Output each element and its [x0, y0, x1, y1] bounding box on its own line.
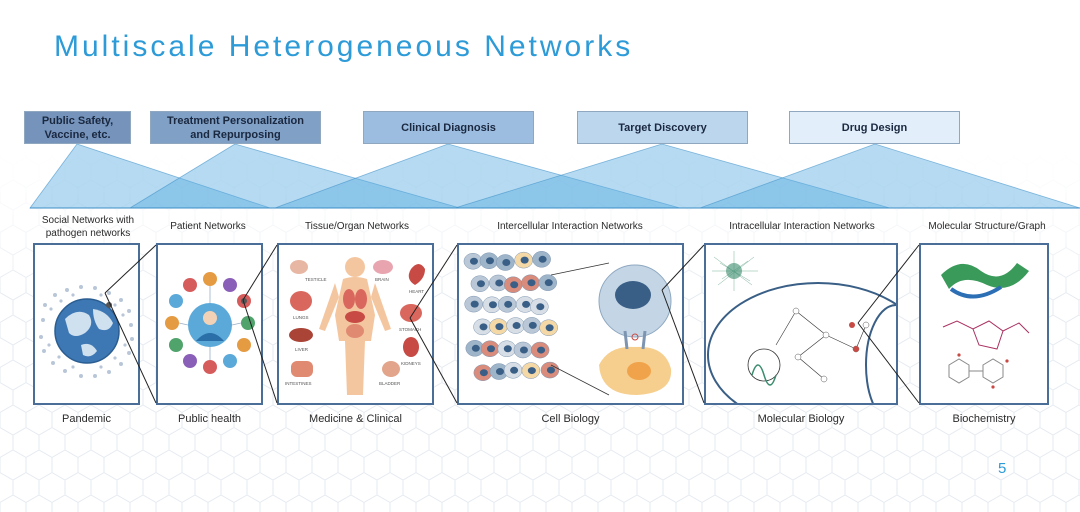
- panel-intracellular-networks: [704, 243, 898, 405]
- cell-nucleus: [519, 346, 528, 354]
- cell-nucleus: [469, 257, 478, 265]
- cell-nucleus: [476, 280, 485, 288]
- cell-nucleus: [504, 300, 513, 308]
- cell-nucleus: [538, 255, 547, 263]
- page-title: Multiscale Heterogeneous Networks: [54, 30, 634, 63]
- organ-label-intestines: INTESTINES: [285, 381, 312, 386]
- application-label: Public Safety, Vaccine, etc.: [41, 114, 114, 141]
- organ-label-bladder: BLADDER: [379, 381, 401, 386]
- scale-label-pandemic: Pandemic: [62, 413, 111, 425]
- scale-fan-triangles: [29, 143, 1080, 209]
- panel-tissue-organ-networks: TESTICLE BRAIN HEART LUNGS STOMACH LIVER…: [277, 243, 434, 405]
- scale-label-molecular-biology: Molecular Biology: [757, 413, 845, 425]
- application-label: Clinical Diagnosis: [401, 121, 496, 134]
- scale-label-biochemistry: Biochemistry: [952, 413, 1016, 425]
- application-box-clinical-diagnosis: Clinical Diagnosis: [363, 111, 534, 144]
- cell-nucleus: [479, 323, 488, 331]
- cell-nucleus: [495, 279, 504, 287]
- organ-label-testicle: TESTICLE: [305, 277, 327, 282]
- page-number: 5: [998, 460, 1007, 477]
- cell-nucleus: [536, 303, 545, 311]
- globe-network-illustration: [39, 285, 134, 378]
- cell-nucleus: [510, 281, 519, 289]
- scale-label-medicine-clinical: Medicine & Clinical: [309, 413, 402, 425]
- cell-nucleus: [528, 321, 537, 329]
- organ-label-kidneys: KIDNEYS: [401, 361, 421, 366]
- application-label: Target Discovery: [618, 121, 707, 134]
- cell-nucleus: [544, 279, 553, 287]
- scale-label-cell-biology: Cell Biology: [541, 413, 600, 425]
- network-label-tissue-organ: Tissue/Organ Networks: [304, 221, 410, 232]
- application-box-public-safety: Public Safety, Vaccine, etc.: [24, 111, 131, 144]
- organ-label-stomach: STOMACH: [399, 327, 422, 332]
- patient-network-illustration: [165, 272, 255, 374]
- cell-nucleus: [471, 344, 480, 352]
- cell-nucleus: [485, 257, 494, 265]
- cell-nucleus: [486, 345, 495, 353]
- cell-nucleus: [527, 367, 536, 375]
- cell-nucleus: [479, 369, 488, 377]
- network-label-intercellular: Intercellular Interaction Networks: [497, 221, 643, 232]
- cell-nucleus: [520, 256, 529, 264]
- cell-nucleus: [503, 345, 512, 353]
- organ-label-lungs: LUNGS: [293, 315, 309, 320]
- application-box-target-discovery: Target Discovery: [577, 111, 748, 144]
- cell-nucleus: [495, 368, 504, 376]
- cell-nucleus: [545, 324, 554, 332]
- application-box-treatment-personalization: Treatment Personalization and Repurposin…: [150, 111, 321, 144]
- cell-interaction-illustration: [463, 251, 672, 396]
- cell-nucleus: [546, 366, 555, 374]
- intracellular-network-illustration: [707, 251, 896, 403]
- organ-label-brain: BRAIN: [375, 277, 389, 282]
- cell-nucleus: [537, 346, 546, 354]
- application-label: Treatment Personalization and Repurposin…: [167, 114, 304, 141]
- cell-nucleus: [495, 323, 504, 331]
- organ-label-liver: LIVER: [295, 347, 309, 352]
- panel-social-networks: [33, 243, 140, 405]
- network-label-intracellular: Intracellular Interaction Networks: [729, 221, 875, 232]
- application-box-drug-design: Drug Design: [789, 111, 960, 144]
- panel-intercellular-networks: [457, 243, 684, 405]
- application-label: Drug Design: [841, 121, 908, 134]
- cell-nucleus: [522, 300, 531, 308]
- cell-nucleus: [510, 366, 519, 374]
- cell-nucleus: [488, 301, 497, 309]
- network-label-molecular: Molecular Structure/Graph: [928, 221, 1046, 232]
- cell-nucleus: [512, 322, 521, 330]
- cell-nucleus: [527, 279, 536, 287]
- molecular-structure-illustration: [941, 263, 1030, 389]
- human-body-organs-illustration: [289, 257, 425, 395]
- organ-label-heart: HEART: [409, 289, 425, 294]
- panel-molecular-structure: [919, 243, 1049, 405]
- network-label-patient: Patient Networks: [170, 221, 246, 232]
- cell-nucleus: [502, 259, 511, 267]
- cell-nucleus: [470, 300, 479, 308]
- panel-patient-networks: [156, 243, 263, 405]
- scale-label-public-health: Public health: [178, 413, 241, 425]
- network-label-social: Social Networks with pathogen networks: [41, 215, 135, 239]
